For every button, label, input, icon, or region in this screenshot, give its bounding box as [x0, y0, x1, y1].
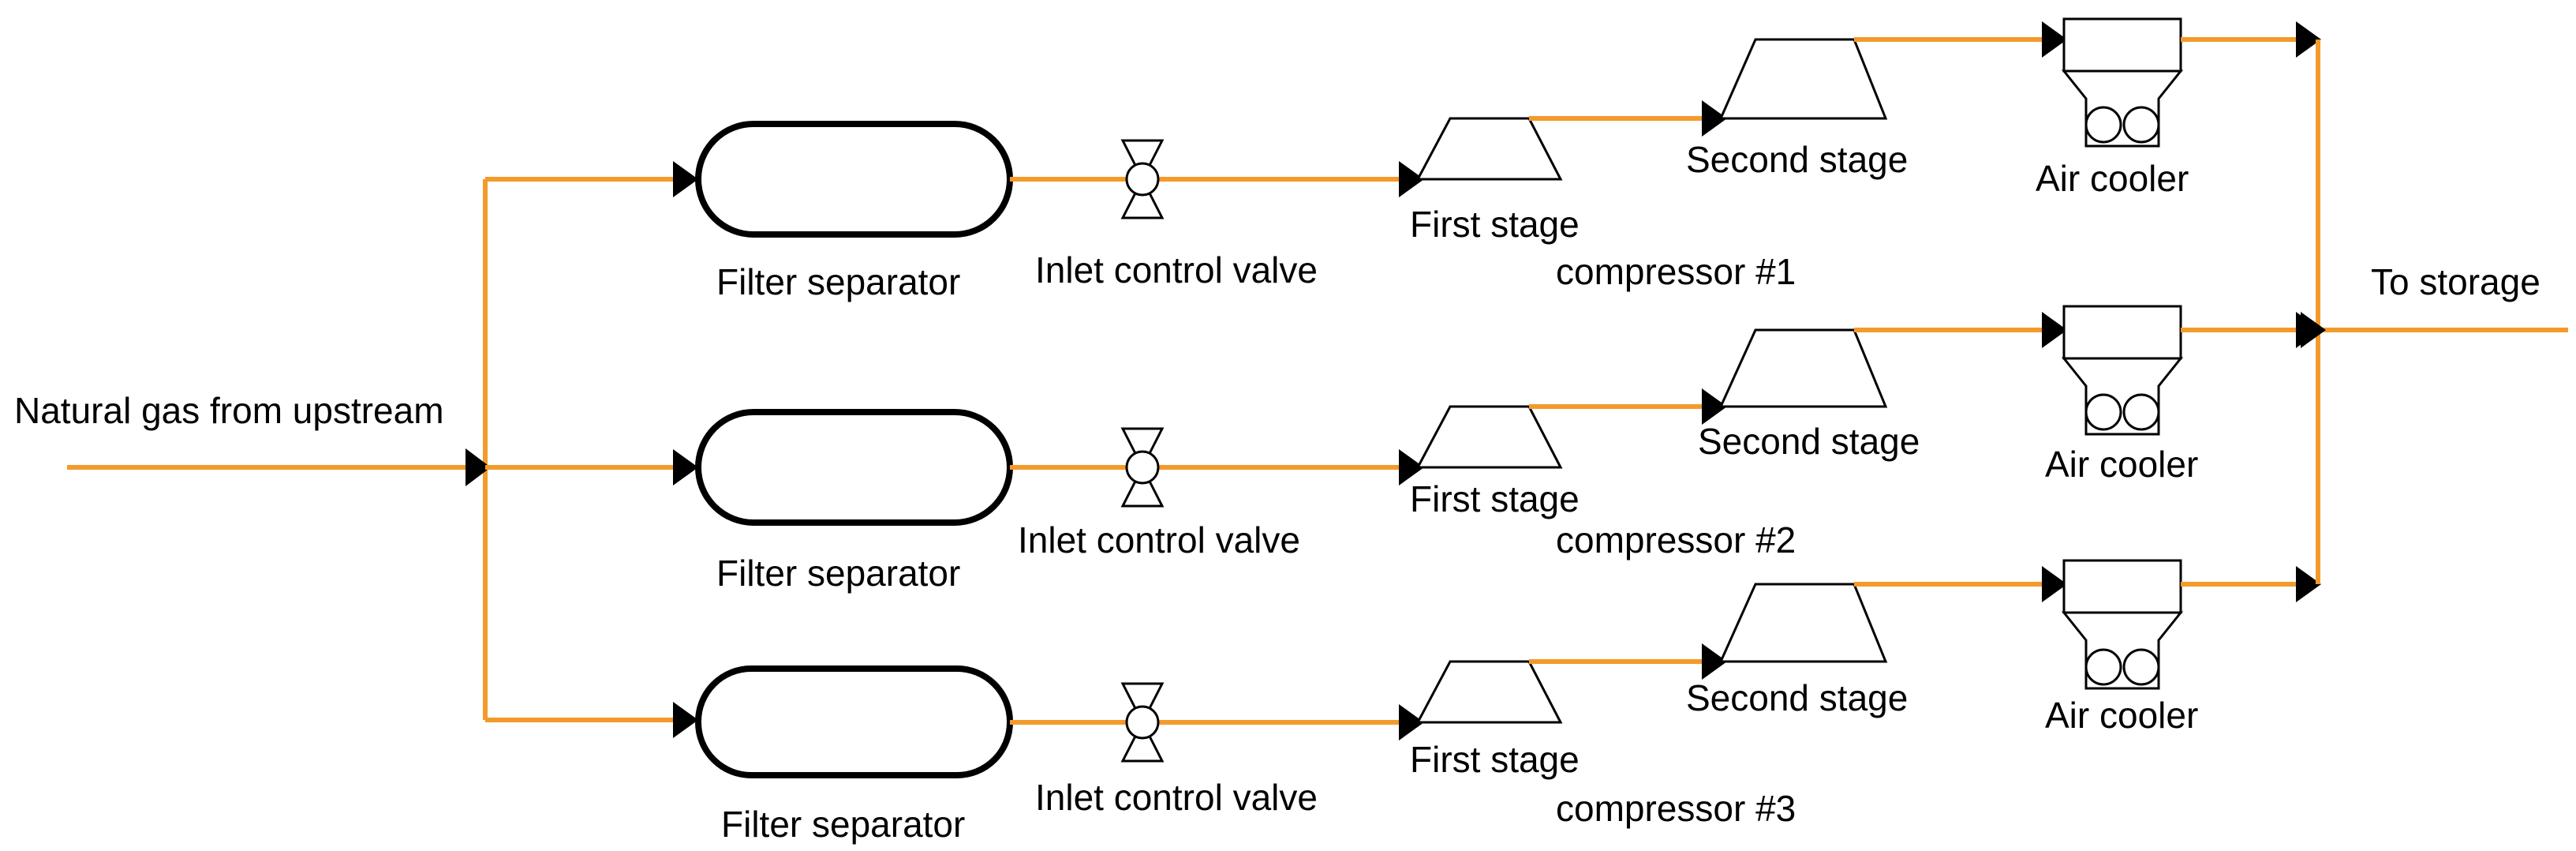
flow-arrow-icon [673, 161, 698, 197]
flow-arrow-icon [2296, 21, 2321, 58]
flow-arrow-icon [2042, 21, 2067, 58]
first-stage-label: First stage [1410, 204, 1580, 245]
filter-separator-label: Filter separator [716, 553, 960, 594]
air-cooler-label: Air cooler [2036, 158, 2189, 199]
outlet-label: To storage [2371, 261, 2540, 302]
air-cooler-icon [2061, 305, 2184, 436]
flow-arrow-icon [1702, 100, 1727, 137]
air-cooler-icon [2061, 559, 2184, 690]
flow-arrow-icon [2296, 566, 2321, 602]
air-cooler-icon [2061, 17, 2184, 148]
flow-arrow-icon [465, 448, 491, 486]
filter-separator-vessel [695, 665, 1013, 778]
flow-arrow-icon [673, 702, 698, 738]
compressor-label: compressor #1 [1556, 251, 1796, 292]
compressor-label: compressor #2 [1556, 519, 1796, 560]
first-stage-compressor-icon [1415, 117, 1563, 181]
flow-arrow-icon [1399, 161, 1424, 197]
first-stage-label: First stage [1410, 478, 1580, 519]
first-stage-label: First stage [1410, 739, 1580, 780]
second-stage-label: Second stage [1686, 677, 1908, 718]
train-2 [485, 305, 2568, 526]
flow-arrow-icon [1399, 449, 1424, 485]
first-stage-compressor-icon [1415, 405, 1563, 469]
flow-arrow-icon [673, 449, 698, 485]
filter-separator-label: Filter separator [716, 261, 960, 302]
flow-arrow-icon [1399, 704, 1424, 740]
inlet-control-valve-icon [1120, 682, 1165, 763]
inlet-control-valve-label: Inlet control valve [1035, 777, 1318, 818]
flow-arrow-icon [2042, 312, 2067, 348]
flow-arrow-icon [2042, 566, 2067, 602]
train-1 [485, 17, 2321, 238]
air-cooler-label: Air cooler [2045, 444, 2198, 485]
flow-arrow-icon [2301, 312, 2326, 348]
outlet-header [2301, 39, 2326, 584]
train-3 [485, 559, 2321, 778]
air-cooler-label: Air cooler [2045, 695, 2198, 736]
second-stage-compressor-icon [1718, 38, 1888, 120]
second-stage-label: Second stage [1686, 139, 1908, 180]
flow-arrow-icon [1702, 643, 1727, 680]
flow-arrow-icon [1702, 388, 1727, 425]
inlet-control-valve-label: Inlet control valve [1035, 249, 1318, 291]
inlet-header [67, 179, 491, 720]
inlet-control-valve-icon [1120, 427, 1165, 508]
filter-separator-vessel [695, 409, 1013, 526]
first-stage-compressor-icon [1415, 660, 1563, 724]
inlet-control-valve-icon [1120, 139, 1165, 219]
inlet-control-valve-label: Inlet control valve [1018, 519, 1300, 560]
source-label: Natural gas from upstream [14, 390, 444, 431]
filter-separator-label: Filter separator [721, 804, 965, 845]
filter-separator-vessel [695, 121, 1013, 238]
second-stage-compressor-icon [1718, 328, 1888, 408]
compressor-label: compressor #3 [1556, 788, 1796, 829]
second-stage-compressor-icon [1718, 583, 1888, 663]
second-stage-label: Second stage [1698, 421, 1920, 462]
